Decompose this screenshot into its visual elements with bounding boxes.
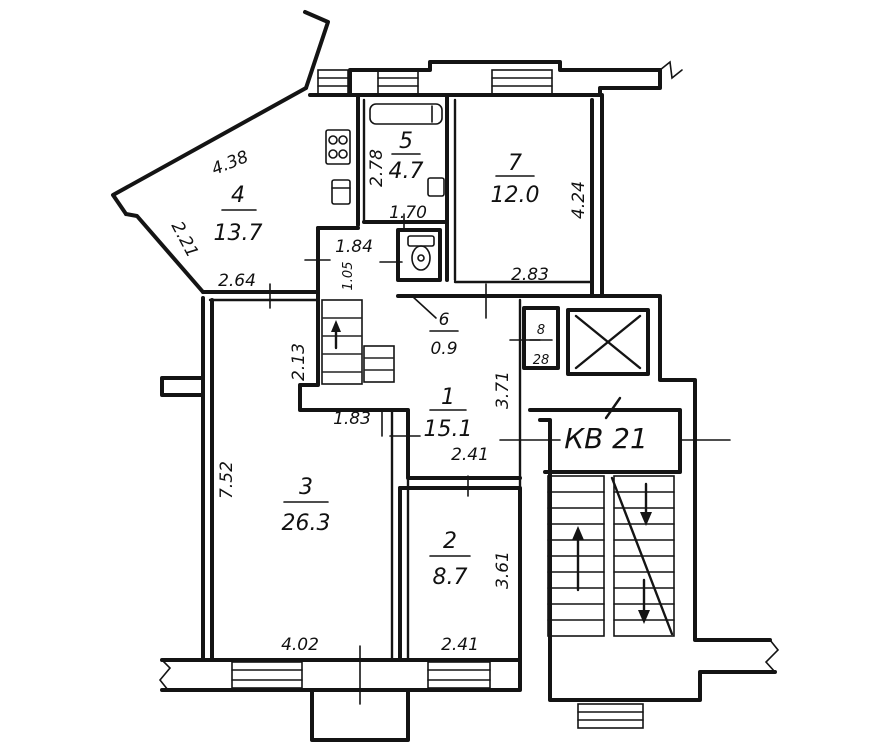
wall-wc: [396, 228, 442, 282]
wall-storage-8: [522, 306, 560, 370]
room-area: 28: [533, 353, 550, 368]
room-label-6: 6 0.9: [411, 295, 459, 359]
room-number: 1: [441, 385, 455, 410]
fixtures: [321, 103, 445, 385]
windows: [231, 69, 644, 729]
room-area: 15.1: [424, 417, 473, 442]
wall-elevator-shaft: [558, 294, 772, 642]
room-area: 13.7: [214, 221, 263, 246]
dimension-labels: 4.38 2.21 2.64 2.78 1.70 1.84 1.05 4.24 …: [167, 147, 589, 655]
room-label-3: 3 26.3: [282, 475, 331, 536]
room-number: 3: [299, 475, 313, 500]
room-labels: 4 13.7 5 4.7 7 12.0 6 0.9 8 28 1 15: [214, 129, 553, 590]
wall-corridor-west: [298, 226, 522, 480]
room-label-4: 4 13.7: [214, 183, 263, 246]
dimension-2-41-mid: 2.41: [451, 445, 489, 465]
dimension-3-71: 3.71: [493, 371, 513, 409]
window-top-left: [317, 69, 349, 96]
dimension-2-41-bottom: 2.41: [441, 635, 479, 655]
room-label-7: 7 12.0: [491, 151, 540, 208]
dimension-4-02: 4.02: [281, 635, 319, 655]
room-number: 5: [399, 129, 413, 154]
stove-icon: [325, 129, 351, 165]
landing-arrow-line: [604, 396, 622, 420]
window-stair-bottom: [577, 703, 644, 729]
dimension-2-64: 2.64: [218, 271, 256, 291]
stair-arrows: [572, 482, 652, 624]
room-number: 7: [508, 151, 522, 176]
dimension-3-61: 3.61: [493, 551, 513, 589]
window-bottom-room2: [427, 661, 491, 689]
wall-nw-inner-diagonal: [124, 212, 205, 294]
wall-break-top-right: [659, 60, 683, 80]
room-number: 8: [537, 323, 545, 338]
room-area: 0.9: [430, 339, 457, 359]
hallway-stair-hatch: [321, 299, 395, 385]
dimension-4-38: 4.38: [209, 147, 252, 180]
room-area: 12.0: [491, 183, 540, 208]
room-area: 26.3: [282, 511, 331, 536]
dimension-1-84: 1.84: [335, 237, 373, 257]
room-label-1: 1 15.1: [424, 385, 473, 442]
wall-nw-slant-outer: [303, 10, 330, 90]
room-label-5: 5 4.7: [389, 129, 424, 184]
room-label-8: 8 28: [529, 323, 553, 368]
room-label-2: 2 8.7: [429, 529, 471, 590]
stair-treads: [547, 475, 675, 637]
room-number: 6: [439, 310, 450, 330]
dimension-1-83: 1.83: [333, 409, 371, 429]
dimension-2-83: 2.83: [511, 265, 549, 285]
washbasin-icon: [427, 177, 445, 197]
wall-bottom: [160, 658, 522, 692]
wall-bay: [310, 688, 410, 742]
room-number: 2: [443, 529, 457, 554]
room-area: 4.7: [389, 159, 424, 184]
wall-top-outer-line: [316, 68, 662, 97]
toilet-icon: [407, 235, 435, 271]
dimension-4-24: 4.24: [569, 181, 589, 219]
wall-stair-outer: [538, 418, 777, 702]
wall-break-right: [764, 639, 780, 673]
stairwell: [528, 294, 780, 702]
window-top-right: [491, 69, 553, 96]
wall-break-bottom-left: [158, 659, 172, 691]
apartment-label: КВ 21: [564, 422, 648, 455]
sink-icon: [331, 179, 351, 205]
elevator-cross-2: [574, 314, 642, 370]
room-area: 8.7: [433, 565, 468, 590]
room-number: 4: [231, 183, 245, 208]
dimension-1-05: 1.05: [341, 262, 356, 291]
dimension-7-52: 7.52: [217, 461, 237, 499]
wall-landing: [528, 408, 682, 474]
wall-west-stub: [160, 376, 205, 397]
dimension-2-13: 2.13: [289, 343, 309, 381]
dimension-ticks: [269, 213, 731, 705]
interior-walls: [201, 93, 594, 662]
bathtub-icon: [369, 103, 443, 125]
window-bottom-room3: [231, 661, 303, 689]
dimension-2-78: 2.78: [367, 149, 387, 187]
elevator-cabin: [566, 308, 650, 376]
dimension-1-70: 1.70: [389, 203, 427, 223]
wall-room4-top: [308, 60, 662, 97]
wall-nw-slant-outer-2: [111, 86, 308, 216]
window-top-middle: [377, 69, 419, 96]
